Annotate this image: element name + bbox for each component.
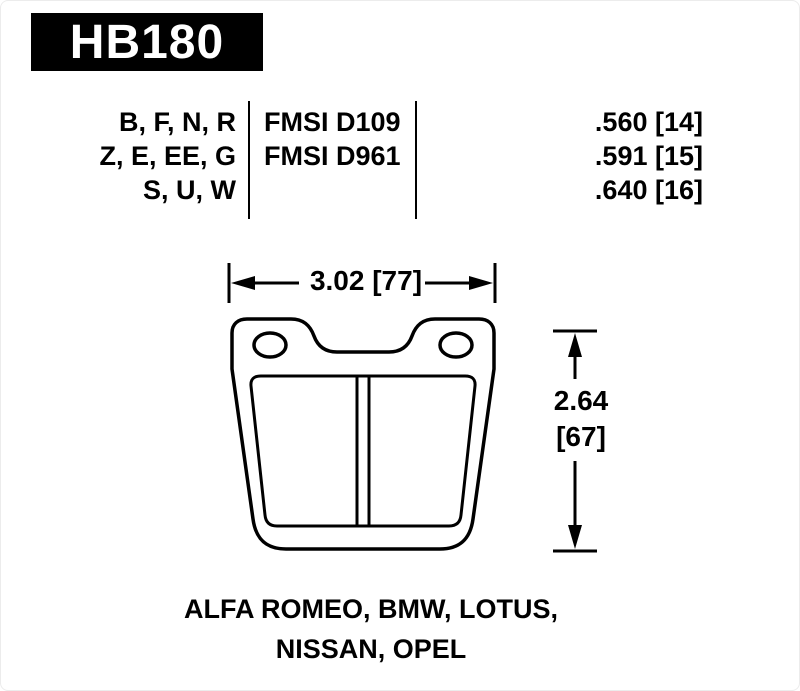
applications-line-1: ALFA ROMEO, BMW, LOTUS,: [184, 594, 558, 624]
compound-row: S, U, W: [143, 175, 236, 205]
table-divider-right: [415, 101, 417, 219]
vehicle-applications: ALFA ROMEO, BMW, LOTUS, NISSAN, OPEL: [121, 589, 621, 669]
left-mounting-hole: [252, 331, 288, 359]
compound-row: B, F, N, R: [118, 107, 236, 137]
applications-line-2: NISSAN, OPEL: [275, 634, 467, 664]
height-dim-bottom-arrowhead: [568, 525, 582, 549]
width-dim-right-arrowhead: [469, 276, 493, 290]
part-number-box: HB180: [31, 13, 263, 71]
fmsi-row: FMSI D961: [264, 141, 401, 171]
height-dimension-arrow: [553, 329, 597, 553]
height-inches: 2.64: [553, 385, 609, 416]
width-dimension-arrow: [227, 263, 497, 303]
thickness-row: .560 [14]: [594, 107, 703, 137]
pad-outline: [230, 317, 496, 551]
part-number: HB180: [69, 15, 225, 69]
fmsi-row: FMSI D109: [264, 107, 401, 137]
height-dim-top-arrowhead: [568, 333, 582, 357]
pad-thickness-column: .560 [14] .591 [15] .640 [16]: [541, 105, 703, 207]
table-divider-left: [248, 101, 250, 219]
brake-pad-drawing: [230, 317, 496, 551]
height-dimension-label: 2.64 [67]: [549, 383, 613, 455]
width-dimension-label: 3.02 [77]: [309, 265, 423, 296]
fmsi-column: FMSI D109 FMSI D961: [264, 105, 414, 173]
friction-material-outline: [249, 374, 477, 528]
thickness-row: .591 [15]: [594, 141, 703, 171]
compound-row: Z, E, EE, G: [99, 141, 236, 171]
thickness-row: .640 [16]: [594, 175, 703, 205]
width-dim-left-arrowhead: [231, 276, 255, 290]
compound-codes-column: B, F, N, R Z, E, EE, G S, U, W: [61, 105, 236, 207]
right-mounting-hole: [438, 331, 474, 359]
height-mm: [67]: [556, 421, 606, 452]
